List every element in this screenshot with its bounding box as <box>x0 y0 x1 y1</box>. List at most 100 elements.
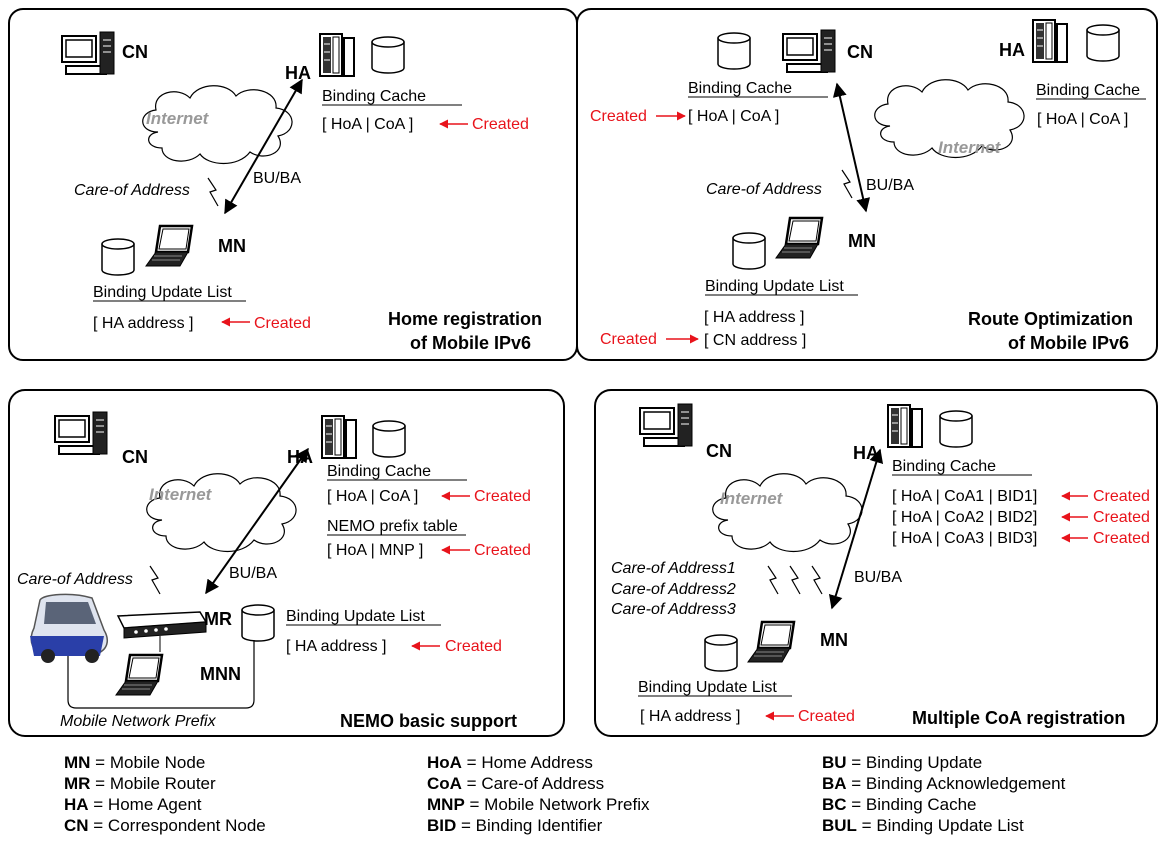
mn-laptop-icon <box>746 620 796 664</box>
panel-route-optimization: CN HA Binding Cache [ HoA | CoA ] Create… <box>576 8 1158 361</box>
mnp-label: Mobile Network Prefix <box>60 713 217 730</box>
legend-item: HoA = Home Address <box>427 752 649 773</box>
cn-database-icon <box>717 32 751 70</box>
wireless-link-icon <box>207 177 219 207</box>
legend-item: BC = Binding Cache <box>822 794 1065 815</box>
panel-home-registration: CN HA Binding Cache [ HoA | CoA ] Create… <box>8 8 578 361</box>
legend-item: BA = Binding Acknowledgement <box>822 773 1065 794</box>
legend-item: CN = Correspondent Node <box>64 815 266 836</box>
legend-abbr: MR <box>64 774 91 793</box>
bul-title: Binding Update List <box>286 608 425 625</box>
legend-abbr: MN <box>64 753 91 772</box>
created-label: Created <box>1093 488 1150 505</box>
legend-column-2: HoA = Home Address CoA = Care-of Address… <box>427 752 649 836</box>
legend-text: = Mobile Network Prefix <box>464 795 650 814</box>
legend-abbr: BC <box>822 795 847 814</box>
panel-nemo-basic-support: CN HA Binding Cache [ HoA | CoA ] Create… <box>8 389 565 737</box>
created-label: Created <box>590 108 647 125</box>
legend-column-3: BU = Binding Update BA = Binding Acknowl… <box>822 752 1065 836</box>
wireless-link-icon <box>149 565 161 595</box>
ha-server-icon <box>1032 19 1068 63</box>
bc-entry-2: [ HoA | CoA2 | BID2] <box>892 509 1037 526</box>
legend-text: = Binding Acknowledgement <box>846 774 1066 793</box>
prefix-title: NEMO prefix table <box>327 518 458 535</box>
legend-abbr: CN <box>64 816 89 835</box>
panel-title-line1: Home registration <box>388 309 542 329</box>
legend-item: MN = Mobile Node <box>64 752 266 773</box>
legend-text: = Binding Update <box>846 753 983 772</box>
internet-label: Internet <box>149 485 213 504</box>
bul-title: Binding Update List <box>93 284 232 301</box>
mn-label: MN <box>820 630 848 650</box>
created-label: Created <box>472 116 529 133</box>
bu-ba-label: BU/BA <box>854 569 902 586</box>
mn-laptop-icon <box>774 216 824 260</box>
legend-text: = Binding Identifier <box>456 816 603 835</box>
bul-entry: [ HA address ] <box>640 708 741 725</box>
legend-abbr: HA <box>64 795 89 814</box>
ha-database-icon <box>939 410 973 448</box>
legend-abbr: BUL <box>822 816 857 835</box>
cn-computer-icon <box>782 29 836 73</box>
legend-text: = Binding Update List <box>856 816 1024 835</box>
created-label: Created <box>445 638 502 655</box>
legend: MN = Mobile Node MR = Mobile Router HA =… <box>0 752 1166 852</box>
internet-cloud-icon <box>712 473 863 553</box>
cn-bc-title: Binding Cache <box>688 80 792 97</box>
panel-title: NEMO basic support <box>340 711 517 731</box>
panel-frame <box>8 389 565 737</box>
bul-entry: [ HA address ] <box>93 315 194 332</box>
coa-label-2: Care-of Address2 <box>611 581 736 598</box>
created-label: Created <box>254 315 311 332</box>
bul-entry: [ HA address ] <box>286 638 387 655</box>
bc-entry-1: [ HoA | CoA1 | BID1] <box>892 488 1037 505</box>
legend-text: = Home Agent <box>88 795 202 814</box>
bc-entry: [ HoA | CoA ] <box>322 116 413 133</box>
legend-text: = Home Address <box>461 753 593 772</box>
panel-frame <box>594 389 1158 737</box>
legend-abbr: HoA <box>427 753 462 772</box>
ha-label: HA <box>285 63 311 83</box>
bul-title: Binding Update List <box>638 679 777 696</box>
cn-computer-icon <box>61 31 115 75</box>
bc-entry-3: [ HoA | CoA3 | BID3] <box>892 530 1037 547</box>
bu-ba-label: BU/BA <box>253 170 301 187</box>
created-label: Created <box>1093 530 1150 547</box>
mobility-diagram: CN HA Binding Cache [ HoA | CoA ] Create… <box>8 8 1158 737</box>
wireless-link-icon <box>789 565 801 595</box>
legend-text: = Binding Cache <box>846 795 977 814</box>
legend-abbr: MNP <box>427 795 465 814</box>
mn-laptop-icon <box>144 224 194 268</box>
bc-title: Binding Cache <box>327 463 431 480</box>
legend-item: BU = Binding Update <box>822 752 1065 773</box>
legend-abbr: CoA <box>427 774 462 793</box>
panel-frame <box>576 8 1158 361</box>
coa-label: Care-of Address <box>17 571 133 588</box>
coa-label-1: Care-of Address1 <box>611 560 736 577</box>
legend-text: = Care-of Address <box>461 774 605 793</box>
bc-title: Binding Cache <box>322 88 426 105</box>
internet-label: Internet <box>720 489 784 508</box>
created-label: Created <box>600 331 657 348</box>
legend-item: MR = Mobile Router <box>64 773 266 794</box>
cn-label: CN <box>847 42 873 62</box>
cn-label: CN <box>706 441 732 461</box>
cn-label: CN <box>122 447 148 467</box>
wireless-link-icon <box>841 169 853 199</box>
panel-title-line2: of Mobile IPv6 <box>410 333 531 353</box>
created-label: Created <box>474 542 531 559</box>
legend-item: BID = Binding Identifier <box>427 815 649 836</box>
legend-item: CoA = Care-of Address <box>427 773 649 794</box>
created-label: Created <box>798 708 855 725</box>
ha-server-icon <box>887 404 923 448</box>
legend-item: BUL = Binding Update List <box>822 815 1065 836</box>
mobile-network-line <box>67 640 255 709</box>
cn-computer-icon <box>639 403 693 447</box>
bc-title: Binding Cache <box>892 458 996 475</box>
ha-label: HA <box>999 40 1025 60</box>
bu-ba-arrow <box>828 448 884 610</box>
panel-title-line2: of Mobile IPv6 <box>1008 333 1129 353</box>
ha-server-icon <box>319 33 355 77</box>
bu-ba-label: BU/BA <box>866 177 914 194</box>
panel-title-line1: Route Optimization <box>968 309 1133 329</box>
